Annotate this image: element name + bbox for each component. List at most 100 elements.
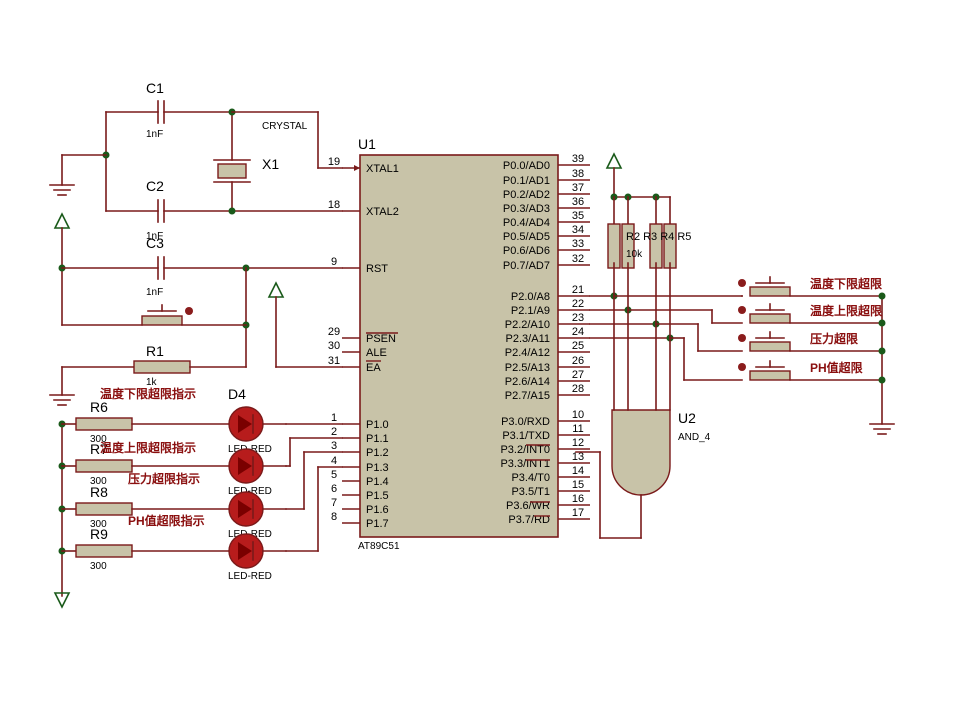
ea-vcc-section [267,281,343,368]
c2-ref: C2 [146,178,164,194]
r1-value: 1k [146,377,158,388]
u1-right-pins: 39P0.0/AD038P0.1/AD137P0.2/AD236P0.3/AD3… [500,153,590,526]
pin-name: P2.0/A8 [511,291,550,303]
switch-row-2: 温度上限超限 [589,303,886,327]
switch-label: PH值超限 [810,360,863,375]
pin-name: P3.1/TXD [502,430,550,442]
and-gate-u2[interactable]: U2 AND_4 [575,262,711,539]
c3-value: 1nF [146,287,163,298]
u2-type: AND_4 [678,432,711,443]
pin-name: P1.5 [366,490,389,502]
pin-number: 23 [572,312,584,324]
u1-pin-5[interactable]: 5P1.4 [331,469,389,488]
switch-label: 压力超限 [810,331,858,346]
pin-name: P0.7/AD7 [503,260,550,272]
resistor-value: 300 [90,519,107,530]
pin-name: P0.6/AD6 [503,245,550,257]
led-resistor [75,417,133,431]
pin-name: XTAL2 [366,206,399,218]
u1-pin-8[interactable]: 8P1.7 [331,511,389,530]
u1-pin-6[interactable]: 6P1.5 [331,483,389,502]
pin-name: P3.4/T0 [511,472,550,484]
pin-number: 13 [572,451,584,463]
u1-pin-3[interactable]: 3P1.2 [331,440,389,459]
c1-ref: C1 [146,80,164,96]
resistor-value: 300 [90,476,107,487]
pin-number: 35 [572,210,584,222]
u1-pin-2[interactable]: 2P1.1 [331,426,389,445]
switch-row-3: 压力超限 [589,320,886,355]
pin-number: 32 [572,253,584,265]
u1-body [359,154,559,538]
pin-name: P0.0/AD0 [503,160,550,172]
switch-button[interactable] [749,370,791,381]
resistor-ref: R7 [90,441,108,457]
pullup-resistor-1 [607,196,621,269]
pin-name: P1.1 [366,433,389,445]
u1-pin-7[interactable]: 7P1.6 [331,497,389,516]
c2-value: 1nF [146,231,163,242]
pin-name: PSEN [366,333,396,345]
pullup-refs: R2 R3 R4 R5 [626,231,691,243]
switch-row-4: PH值超限 [589,334,886,384]
led-indicator-label: 压力超限指示 [128,471,200,486]
resistor-ref: R8 [90,484,108,500]
pin-number: 2 [331,426,337,438]
pin-name: P2.1/A9 [511,305,550,317]
pin-number: 16 [572,493,584,505]
pin-number: 26 [572,355,584,367]
led-indicator-label: 温度上限超限指示 [100,440,196,455]
u1-part: AT89C51 [358,541,400,552]
pin-number: 9 [331,256,337,268]
pin-number: 8 [331,511,337,523]
pin-name: P1.6 [366,504,389,516]
oscillator-section: C1 1nF C2 1nF X1 CRYSTAL [49,80,343,242]
switch-label: 温度下限超限 [810,276,882,291]
switch-button[interactable] [749,313,791,324]
u1-pin-4[interactable]: 4P1.3 [331,455,389,474]
switch-button[interactable] [749,341,791,352]
pin-number: 39 [572,153,584,165]
pin-number: 28 [572,383,584,395]
u1-pin-1[interactable]: 1P1.0 [331,412,389,431]
pin-name: P3.0/RXD [501,416,550,428]
pin-name: P2.3/A11 [506,333,550,345]
pin-number: 17 [572,507,584,519]
pin-name: P3.5/T1 [511,486,550,498]
pin-number: 15 [572,479,584,491]
u1-microcontroller[interactable]: U1 AT89C51 19XTAL118XTAL29RST29PSEN30ALE… [328,136,590,552]
pin-number: 11 [572,423,583,435]
switch-button[interactable] [749,286,791,297]
c1-value: 1nF [146,129,163,140]
pin-number: 34 [572,224,584,236]
